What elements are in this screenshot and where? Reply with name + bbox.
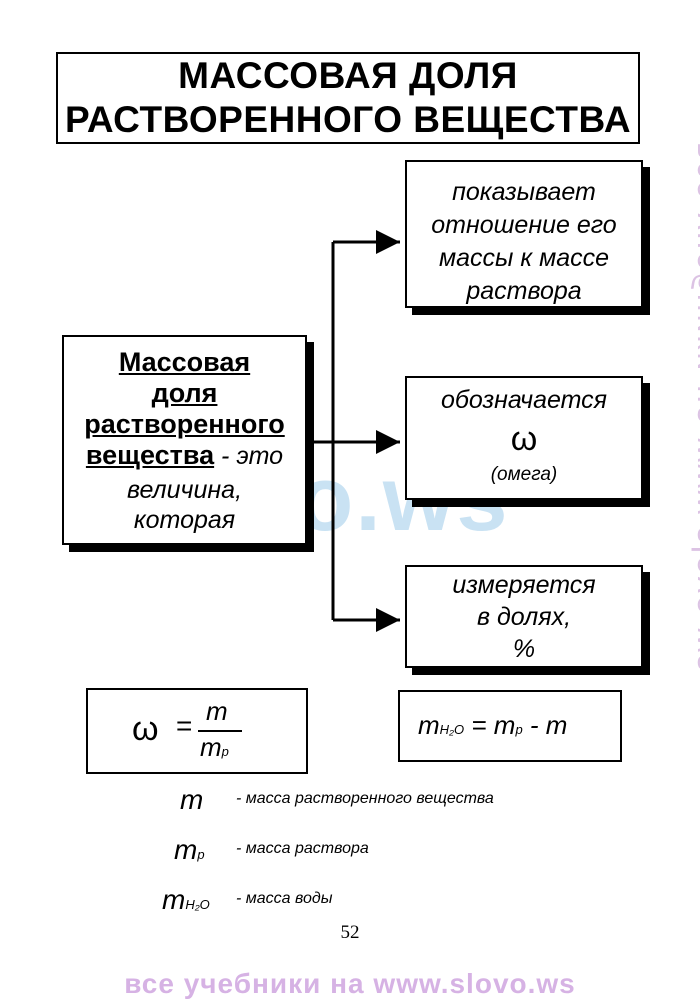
property-box-units: измеряется в долях, %: [405, 565, 643, 668]
property-ratio-line-1: показывает: [452, 178, 596, 206]
legend-row-solution: mр - масса раствора: [0, 832, 700, 872]
page-number: 52: [340, 922, 360, 943]
property-box-notation: обозначается ω (омега): [405, 376, 643, 500]
formula-denominator: mр: [200, 732, 229, 762]
property-units-line-2: в долях,: [476, 603, 572, 631]
legend-row-water: mH₂O - масса воды: [0, 882, 700, 922]
watermark-bottom: все учебники на www.slovo.ws: [124, 968, 576, 999]
legend-description-water: - масса воды: [236, 890, 333, 907]
legend-symbol-mp: mр: [174, 834, 205, 865]
formula-equals: =: [176, 710, 193, 741]
property-ratio-line-3: массы к массе: [438, 244, 610, 272]
definition-term-line-3: растворенного: [84, 409, 285, 439]
formula-denominator-subscript: р: [221, 744, 229, 759]
definition-term-line-1: Массовая: [118, 347, 251, 377]
title-box: МАССОВАЯ ДОЛЯ РАСТВОРЕННОГО ВЕЩЕСТВА: [56, 52, 640, 144]
property-units-line-1: измеряется: [452, 571, 596, 599]
formula-water-subscript: H₂O: [439, 722, 465, 737]
definition-term-line-2: доля: [151, 378, 218, 408]
property-ratio-line-2: отношение его: [431, 211, 617, 239]
formula-mass-fraction-box: ω = m mр: [86, 688, 308, 774]
formula-omega: ω: [132, 710, 159, 748]
legend-description-solute: - масса растворенного вещества: [236, 790, 494, 807]
formula-water-mass-box: mH₂O = mр - m: [398, 690, 622, 762]
legend-row-solute: m - масса растворенного вещества: [0, 782, 700, 822]
property-ratio-line-4: раствора: [466, 277, 582, 305]
definition-box: Массовая доля растворенного вещества - э…: [62, 335, 307, 545]
fraction-bar: [198, 730, 242, 732]
definition-connector-text: - это: [214, 442, 284, 470]
formula-water-mass: mH₂O = mр - m: [418, 710, 568, 740]
formula-numerator: m: [206, 696, 228, 726]
legend-symbol-mh2o: mH₂O: [162, 884, 210, 915]
property-notation-line-1: обозначается: [440, 386, 608, 414]
definition-rest-line-2: величина,: [126, 476, 243, 504]
legend-description-solution: - масса раствора: [236, 840, 369, 857]
omega-symbol: ω: [510, 420, 538, 458]
definition-term-line-4: вещества: [85, 440, 215, 470]
definition-rest-line-3: которая: [133, 506, 236, 534]
omega-name: (омега): [490, 464, 558, 485]
title-line-2: РАСТВОРЕННОГО ВЕЩЕСТВА: [64, 99, 632, 140]
legend-symbol-m: m: [180, 784, 204, 815]
formula-solution-subscript: р: [515, 722, 523, 737]
title-line-1: МАССОВАЯ ДОЛЯ: [178, 55, 518, 96]
property-units-line-3: %: [512, 635, 536, 663]
property-box-ratio: показывает отношение его массы к массе р…: [405, 160, 643, 308]
